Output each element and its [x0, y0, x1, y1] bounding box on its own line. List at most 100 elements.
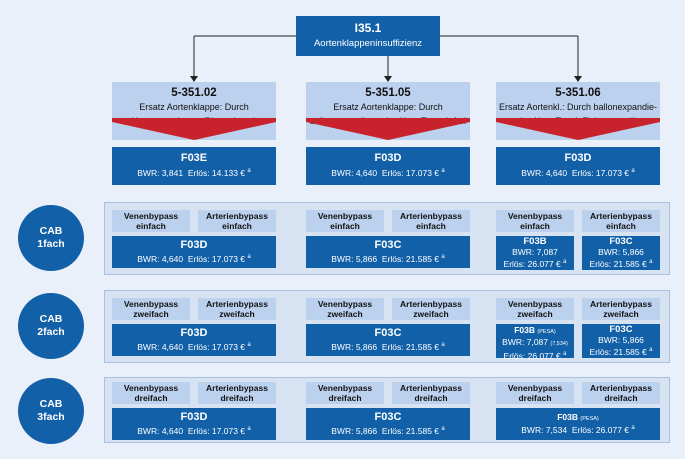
drg-erloes: Erlös: 21.585 €: [589, 346, 647, 357]
drg-erloes-line: Erlös: 26.077 € a: [496, 349, 574, 361]
drg-bwr: BWR: 5,866: [331, 426, 378, 436]
procedure-text-line1: Ersatz Aortenklappe: Durch: [139, 102, 249, 112]
drg-erloes-line: Erlös: 21.585 € a: [582, 345, 660, 357]
label-line1: Arterienbypass: [206, 211, 268, 221]
label-line1: Arterienbypass: [590, 383, 652, 393]
chevron-arrow-3: [496, 118, 660, 140]
drg-values: BWR: 5,866 Erlös: 21.585 € a: [306, 426, 470, 436]
label-line1: Venenbypass: [507, 299, 563, 309]
label-line2: einfach: [606, 221, 636, 231]
drg-bwr: BWR: 4,640: [137, 254, 184, 264]
drg-bwr: BWR: 5,866: [598, 335, 644, 345]
procedure-text-line1: Ersatz Aortenkl.: Durch ballonexpandie-: [498, 102, 658, 112]
label-line2: zweifach: [517, 309, 553, 319]
label-line2: einfach: [520, 221, 550, 231]
drg-bwr: BWR: 4,640: [521, 168, 568, 178]
label-line2: zweifach: [133, 309, 169, 319]
drg-bwr: BWR: 7,534: [521, 425, 568, 435]
label-line2: einfach: [222, 221, 252, 231]
drg-erloes: Erlös: 14.133 €: [187, 168, 246, 178]
chevron-arrow-1: [112, 118, 276, 140]
footnote-mark: a: [441, 426, 445, 433]
label-line2: dreifach: [518, 393, 552, 403]
label-line1: Arterienbypass: [400, 299, 462, 309]
drg-values: BWR: 4,640 Erlös: 17.073 € a: [112, 426, 276, 436]
drg-values: BWR: 4,640 Erlös: 17.073 € a: [112, 254, 276, 264]
drg-code: F03B: [514, 325, 536, 335]
footnote-mark: a: [563, 259, 567, 265]
drg-erloes: Erlös: 26.077 €: [503, 350, 561, 361]
drg-bwr: BWR: 4,640: [137, 342, 184, 352]
drg-bwr-line: BWR: 7,087 (7,534): [496, 337, 574, 349]
drg-bwr: BWR: 7,087: [512, 247, 558, 257]
footnote-mark: a: [631, 168, 635, 175]
label-line1: Venenbypass: [123, 211, 179, 221]
label-line2: einfach: [416, 221, 446, 231]
drg-box-small: F03B (PESA) BWR: 7,087 (7,534) Erlös: 26…: [496, 324, 574, 361]
footnote-mark: a: [247, 254, 251, 261]
label-line2: einfach: [330, 221, 360, 231]
drg-box-small: F03C BWR: 5,866 Erlös: 21.585 € a: [582, 324, 660, 358]
drg-code: F03D: [180, 411, 208, 423]
drg-box-wide: F03B (PESA) BWR: 7,534 Erlös: 26.077 € a: [496, 408, 660, 440]
footnote-mark: a: [441, 168, 445, 175]
label-line2: zweifach: [327, 309, 363, 319]
procedure-box-2: 5-351.05 Ersatz Aortenklappe: Durch selb…: [306, 82, 470, 140]
drg-erloes: Erlös: 21.585 €: [381, 342, 440, 352]
label-line2: zweifach: [219, 309, 255, 319]
footnote-mark: a: [441, 342, 445, 349]
drg-bwr: BWR: 5,866: [331, 342, 378, 352]
cab-circle-3: CAB 3fach: [18, 378, 84, 444]
cab-count: 1fach: [37, 238, 65, 250]
drg-bwr: BWR: 3,841: [137, 168, 184, 178]
drg-erloes-line: Erlös: 26.077 € a: [496, 257, 574, 269]
label-line1: Venenbypass: [317, 299, 373, 309]
drg-values: BWR: 4,640 Erlös: 17.073 € a: [306, 168, 470, 178]
chevron-arrow-2: [306, 118, 470, 140]
label-line1: Venenbypass: [123, 383, 179, 393]
label-line2: dreifach: [414, 393, 448, 403]
footnote-mark: a: [649, 259, 653, 265]
drg-code-line: F03B (PESA): [496, 325, 574, 337]
drg-values: BWR: 4,640 Erlös: 17.073 € a: [496, 168, 660, 178]
drg-erloes-line: Erlös: 21.585 € a: [582, 257, 660, 269]
drg-code: F03C: [609, 324, 633, 335]
drg-erloes: Erlös: 26.077 €: [571, 425, 630, 435]
footnote-mark: a: [649, 347, 653, 353]
cab-label: CAB: [39, 225, 63, 237]
drg-erloes: Erlös: 17.073 €: [187, 254, 246, 264]
label-line2: dreifach: [134, 393, 168, 403]
drg-values: BWR: 7,534 Erlös: 26.077 € a: [496, 425, 660, 435]
footnote-mark: a: [631, 425, 635, 432]
procedure-code: 5-351.06: [555, 87, 601, 99]
drg-bwr: BWR: 5,866: [598, 247, 644, 257]
drg-box: F03C BWR: 5,866 Erlös: 21.585 € a: [306, 408, 470, 440]
footnote-mark: a: [247, 342, 251, 349]
label-line1: Arterienbypass: [400, 211, 462, 221]
footnote-mark: a: [563, 351, 567, 357]
label-line1: Arterienbypass: [590, 299, 652, 309]
label-line2: dreifach: [220, 393, 254, 403]
drg-code: F03C: [374, 327, 402, 339]
procedure-code: 5-351.05: [365, 87, 411, 99]
drg-box: F03D BWR: 4,640 Erlös: 17.073 € a: [112, 408, 276, 440]
drg-code: F03D: [180, 239, 208, 251]
drg-box-small: F03B BWR: 7,087 Erlös: 26.077 € a: [496, 236, 574, 270]
label-line1: Venenbypass: [507, 211, 563, 221]
drg-bwr: BWR: 4,640: [137, 426, 184, 436]
drg-bwr-alt: (7,534): [550, 341, 568, 347]
drg-erloes: Erlös: 21.585 €: [381, 426, 440, 436]
drg-code: F03C: [609, 236, 633, 247]
footnote-mark: a: [441, 254, 445, 261]
